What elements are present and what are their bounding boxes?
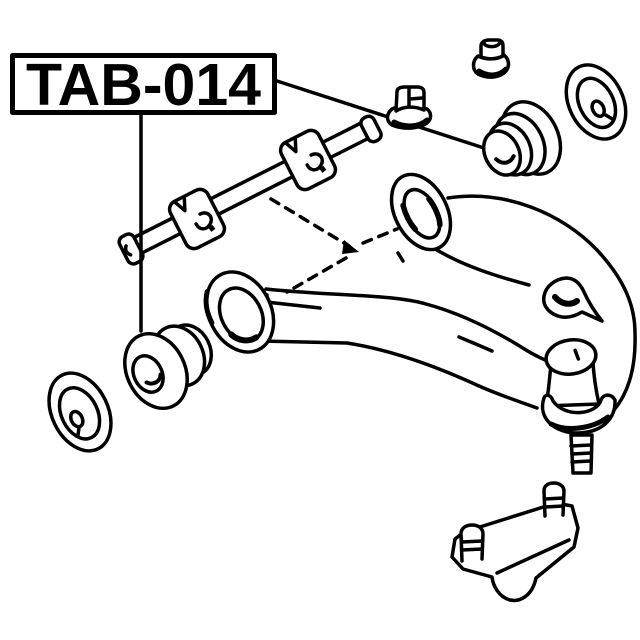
arm-rear-eye (389, 172, 453, 252)
cap-nut-top-detail (482, 40, 502, 49)
cap-nut-drawing (471, 38, 511, 79)
ball-joint-dome (544, 338, 598, 376)
washer-front-drawing (47, 371, 113, 453)
clamp-dot (319, 165, 327, 173)
shaft-right-cap (359, 114, 383, 144)
bushing-bore-shade (494, 154, 516, 165)
bracket-edge-line (495, 538, 571, 575)
bracket-plate (450, 501, 580, 603)
cap-outline (359, 114, 383, 144)
clamp-notch (284, 137, 298, 154)
arm-socket-hook (542, 276, 604, 323)
nut-facets (407, 87, 424, 109)
washer-hole (68, 409, 85, 429)
clamp-curl (194, 211, 213, 231)
washer-inner-ring (575, 76, 618, 130)
arm-outer-sweep (446, 194, 637, 412)
label-box-border (10, 53, 277, 115)
dashed-line (361, 227, 399, 245)
washer-tail (76, 426, 81, 437)
assembly-arrowhead-icon (342, 240, 359, 254)
bushing-face (481, 129, 523, 177)
assembly-guide-dashed-lines (269, 197, 399, 294)
arm-detail-line (457, 335, 494, 353)
arm-rear-inner-edge (430, 245, 531, 287)
nut-flange-shade (391, 117, 430, 129)
rear-eye-shade (426, 196, 443, 228)
shaft-clamp-front (167, 187, 227, 251)
clamp-curl (305, 152, 324, 172)
ball-joint-drawing (540, 338, 617, 475)
mounting-bracket-drawing (450, 481, 580, 603)
arm-bushing-front-drawing (123, 323, 214, 411)
clamp-notch (173, 196, 187, 213)
part-label-box: TAB-014 (10, 52, 277, 118)
flange-nut-drawing (385, 85, 433, 130)
clamp-dot (208, 224, 216, 232)
front-eye-shade (228, 331, 260, 344)
dome-outline (544, 338, 598, 376)
washer-hole (590, 99, 606, 119)
arm-front-bottom-edge (258, 339, 539, 410)
shaft-left-cap (117, 232, 145, 266)
washer-inner-ring (57, 386, 102, 441)
cap-tick (123, 244, 133, 257)
bracket-stud-right-bands (543, 496, 565, 509)
dashed-line (285, 256, 348, 294)
front-eye-shade (203, 289, 215, 326)
line-art: TAB-014 (10, 38, 637, 603)
label-leader-line-right (275, 79, 486, 150)
arm-front-eye (203, 270, 276, 354)
dome-tick (573, 348, 581, 361)
arm-eye-tick (396, 251, 405, 263)
shaft-clamp-rear (278, 128, 338, 192)
arm-bushing-rear-drawing (481, 100, 563, 177)
arm-front-top-edge (264, 287, 549, 363)
bracket-stud-left-bands (460, 539, 484, 552)
part-label-text: TAB-014 (26, 52, 261, 118)
dashed-line (269, 197, 351, 248)
washer-tail (603, 113, 614, 121)
arm-socket-hook-shade (552, 294, 580, 307)
stud-threads (569, 443, 593, 464)
bushing-bore-shade (144, 372, 163, 386)
pivot-shaft-drawing (117, 114, 383, 266)
cap-nut-shade (476, 66, 509, 78)
upper-control-arm-drawing (203, 172, 637, 412)
cap-outline (117, 232, 145, 266)
flange-shade (548, 414, 611, 431)
washer-rear-drawing (564, 63, 628, 141)
rear-eye-shade (400, 202, 419, 233)
